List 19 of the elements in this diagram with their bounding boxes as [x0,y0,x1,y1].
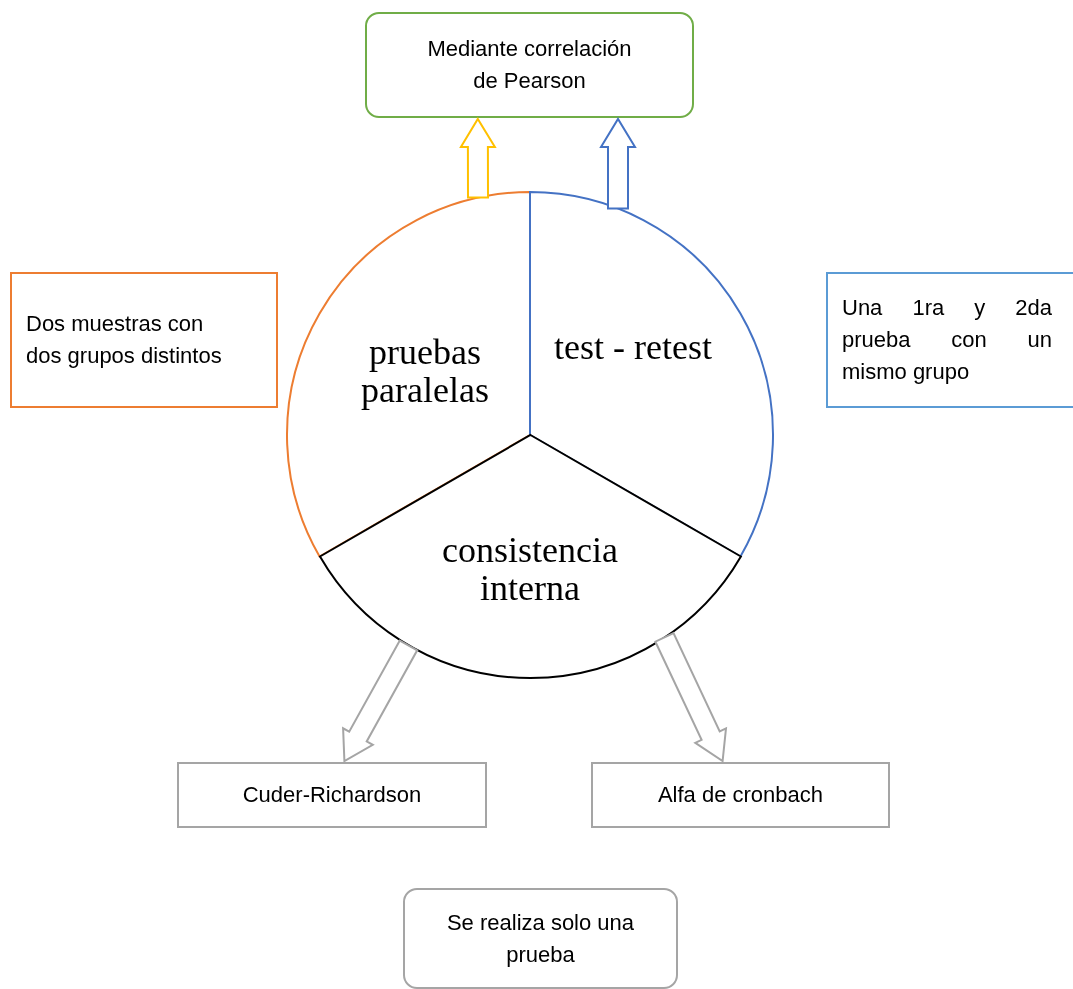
text-box [591,762,890,828]
text-box [826,272,1073,408]
rounded-text-box [403,888,678,989]
slice-label: pruebas paralelas [360,334,490,410]
text-box [177,762,487,828]
box-text: Mediante correlación de Pearson [426,35,633,95]
block-arrow [599,117,637,210]
box-text: Dos muestras con dos grupos distintos [26,310,223,370]
box-text: Se realiza solo una prueba [445,908,636,969]
slice-label: test - retest [553,329,713,367]
box-text: Alfa de cronbach [657,781,824,810]
box-text: Cuder-Richardson [242,781,422,810]
text-box [10,272,278,408]
box-text: Una 1ra y 2da prueba con un mismo grupo [842,294,1052,386]
rounded-text-box [365,12,694,118]
slice-label: consistencia interna [441,532,619,608]
block-arrow [459,117,497,199]
block-arrow [654,631,728,763]
block-arrow [342,639,419,763]
